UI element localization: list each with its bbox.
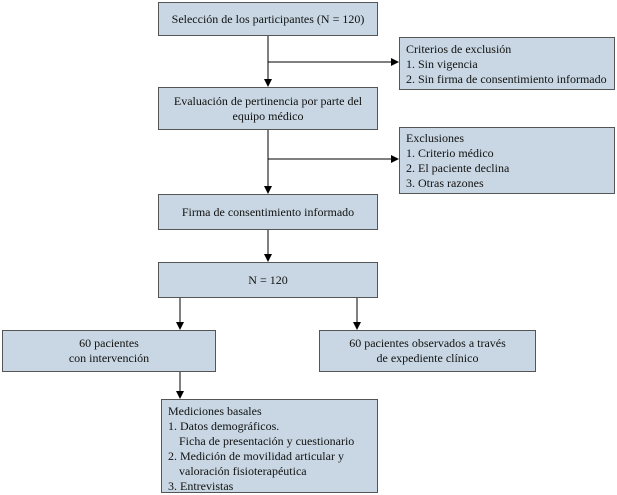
mediciones-item-1: 1. Datos demográficos. <box>168 419 280 433</box>
mediciones-item-3: 3. Entrevistas <box>168 479 234 493</box>
observados-line-1: 60 pacientes observados a través <box>349 336 506 350</box>
box-criterios-exclusion: Criterios de exclusión 1. Sin vigencia 2… <box>399 37 615 90</box>
exclusiones-item-3: 3. Otras razones <box>406 176 484 190</box>
total-text: N = 120 <box>248 272 288 287</box>
intervencion-line-2: con intervención <box>68 351 150 365</box>
mediciones-title: Mediciones basales <box>168 404 262 418</box>
box-observados: 60 pacientes observados a través de expe… <box>319 330 536 372</box>
evaluacion-line-2: equipo médico <box>232 108 304 123</box>
mediciones-item-2-detail: valoración fisioterapéutica <box>179 464 307 478</box>
box-mediciones: Mediciones basales 1. Datos demográficos… <box>161 399 378 493</box>
exclusiones-item-1: 1. Criterio médico <box>406 146 494 160</box>
exclusiones-title: Exclusiones <box>406 131 464 145</box>
evaluacion-line-1: Evaluación de pertinencia por parte del <box>173 93 363 108</box>
criterios-title: Criterios de exclusión <box>406 42 512 56</box>
exclusiones-item-2: 2. El paciente declina <box>406 161 510 175</box>
observados-line-2: de expediente clínico <box>376 351 479 365</box>
box-seleccion: Selección de los participantes (N = 120) <box>158 2 378 36</box>
box-exclusiones: Exclusiones 1. Criterio médico 2. El pac… <box>399 127 615 194</box>
mediciones-item-2: 2. Medición de movilidad articular y <box>168 449 344 463</box>
box-evaluacion: Evaluación de pertinencia por parte del … <box>158 87 378 130</box>
intervencion-line-1: 60 pacientes <box>79 336 139 350</box>
criterios-item-2: 2. Sin firma de consentimiento informado <box>406 72 607 86</box>
criterios-item-1: 1. Sin vigencia <box>406 57 478 71</box>
box-total: N = 120 <box>158 262 378 298</box>
firma-text: Firma de consentimiento informado <box>181 204 355 219</box>
seleccion-text: Selección de los participantes (N = 120) <box>171 11 365 26</box>
box-firma: Firma de consentimiento informado <box>158 194 378 230</box>
mediciones-item-1-detail: Ficha de presentación y cuestionario <box>179 434 355 448</box>
box-intervencion: 60 pacientes con intervención <box>2 330 216 372</box>
